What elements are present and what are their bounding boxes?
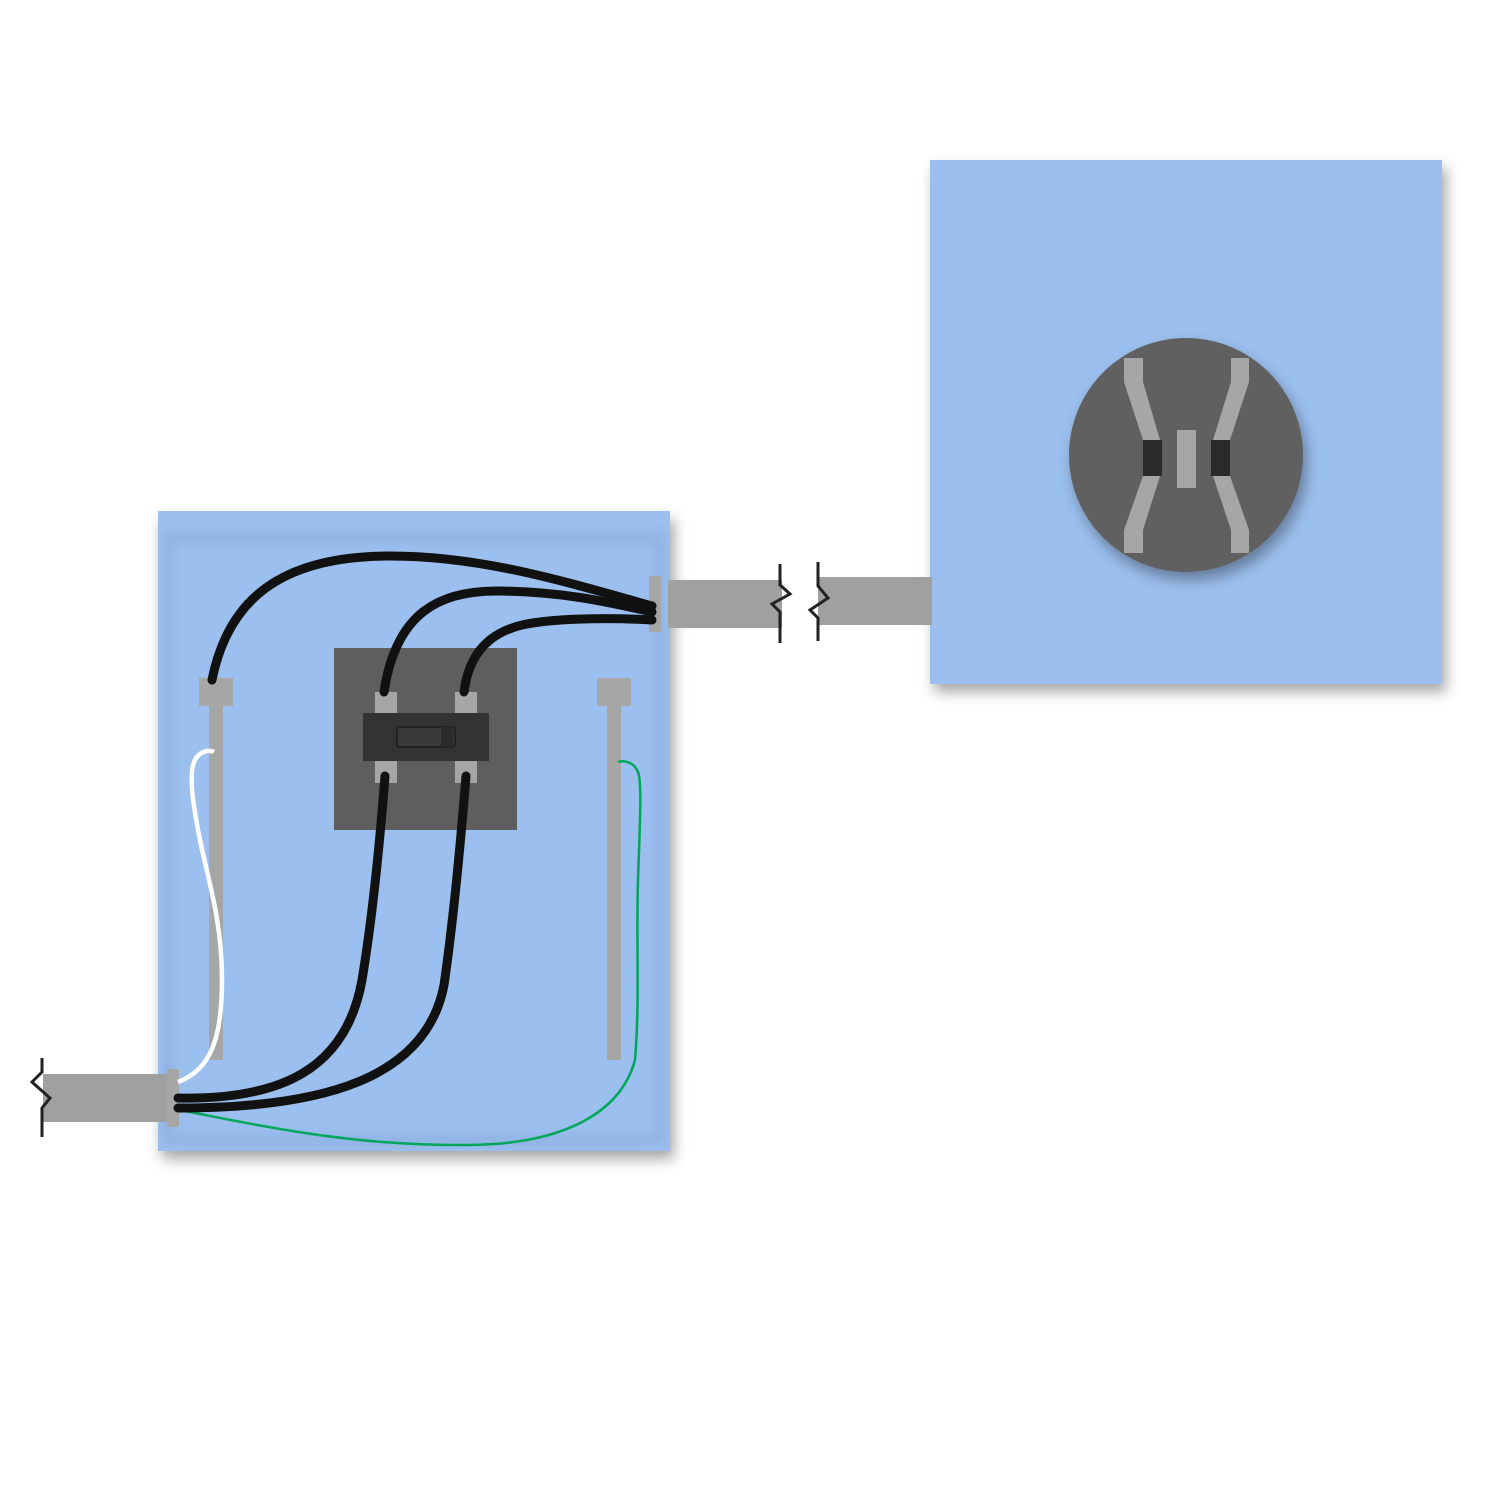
wire-neutral — [177, 748, 225, 1085]
cable-out-body — [668, 580, 782, 628]
receptacle-box — [818, 160, 1442, 684]
clamp-bottom-left — [167, 1069, 179, 1127]
cable-in-body — [43, 1074, 167, 1122]
receptacle-strap-right — [1213, 358, 1249, 440]
receptacle-slot-left — [1143, 440, 1162, 476]
switch-box — [158, 511, 670, 1151]
cable-in — [29, 1058, 167, 1137]
mounting-tab-right — [597, 678, 631, 706]
receptacle-strap-left — [1124, 358, 1160, 440]
wire-hot-5 — [173, 771, 471, 1113]
wire-ground — [179, 760, 642, 1147]
switch-toggle-tip — [441, 727, 453, 747]
receptacle-cable — [818, 577, 932, 625]
wire-hot-1 — [207, 551, 657, 685]
break-mark-out-left — [769, 564, 793, 643]
receptacle-slot-right — [1211, 440, 1230, 476]
receptacle-ground-slot — [1177, 430, 1196, 488]
wires — [173, 551, 657, 1147]
mounting-tab-left — [199, 678, 233, 706]
break-mark-out-right — [807, 562, 831, 641]
mounting-rail-right — [607, 700, 621, 1060]
switch-terminal-top-right — [455, 692, 477, 714]
receptacle-strap-right-lower — [1213, 476, 1249, 553]
wire-hot-2 — [379, 586, 657, 697]
wire-hot-3 — [459, 614, 657, 697]
receptacle-strap-left-lower — [1124, 476, 1160, 553]
cable-out — [668, 562, 831, 643]
switch-terminal-top-left — [375, 692, 397, 714]
switch-toggle[interactable] — [396, 726, 456, 748]
mounting-rail-left — [209, 700, 223, 1060]
switch-box-inner — [163, 532, 665, 1145]
break-mark-in — [29, 1058, 53, 1137]
wire-hot-4 — [173, 771, 390, 1103]
switch-box-body — [158, 511, 670, 1151]
